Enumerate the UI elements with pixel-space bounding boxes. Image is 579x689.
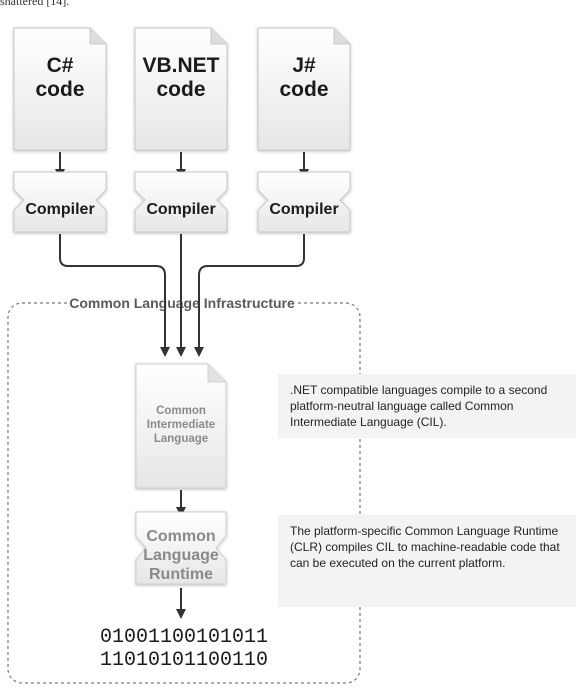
connector-jsharp-to-cil — [194, 234, 305, 357]
language-name-vbnet: VB.NET — [142, 54, 219, 77]
binary-line1: 01001100101011 — [100, 626, 268, 649]
language-code-vbnet: code — [156, 78, 205, 101]
language-doc-vbnet — [134, 27, 228, 151]
cil-description: .NET compatible languages compile to a s… — [278, 374, 576, 438]
language-name-jsharp: J# — [292, 54, 316, 77]
top-caption: shattered [14]. — [0, 0, 70, 8]
language-code-csharp: code — [35, 78, 84, 101]
clr-label-line2: Language — [143, 547, 219, 564]
clr-description: The platform-specific Common Language Ru… — [278, 515, 576, 607]
compiler-box-csharp — [13, 171, 107, 233]
infrastructure-label: Common Language Infrastructure — [69, 295, 295, 311]
compiler-label-csharp: Compiler — [25, 201, 94, 218]
compiler-label-vbnet: Compiler — [146, 201, 215, 218]
clr-label-line1: Common — [146, 528, 215, 545]
compiler-box-vbnet — [134, 171, 228, 233]
compiler-label-jsharp: Compiler — [269, 201, 338, 218]
cil-label-line1: Common — [156, 405, 206, 417]
cil-label-line2: Intermediate — [147, 419, 215, 431]
binary-line2: 11010101100110 — [100, 649, 268, 672]
language-doc-csharp — [13, 27, 107, 151]
cil-label-line3: Language — [154, 433, 208, 445]
clr-label-line3: Runtime — [149, 566, 213, 583]
language-name-csharp: C# — [47, 54, 74, 77]
clr-box — [135, 511, 227, 585]
cil-doc — [135, 363, 227, 489]
connector-csharp-to-cil — [59, 234, 170, 357]
compiler-box-jsharp — [257, 171, 351, 233]
language-doc-jsharp — [257, 27, 351, 151]
language-code-jsharp: code — [279, 78, 328, 101]
